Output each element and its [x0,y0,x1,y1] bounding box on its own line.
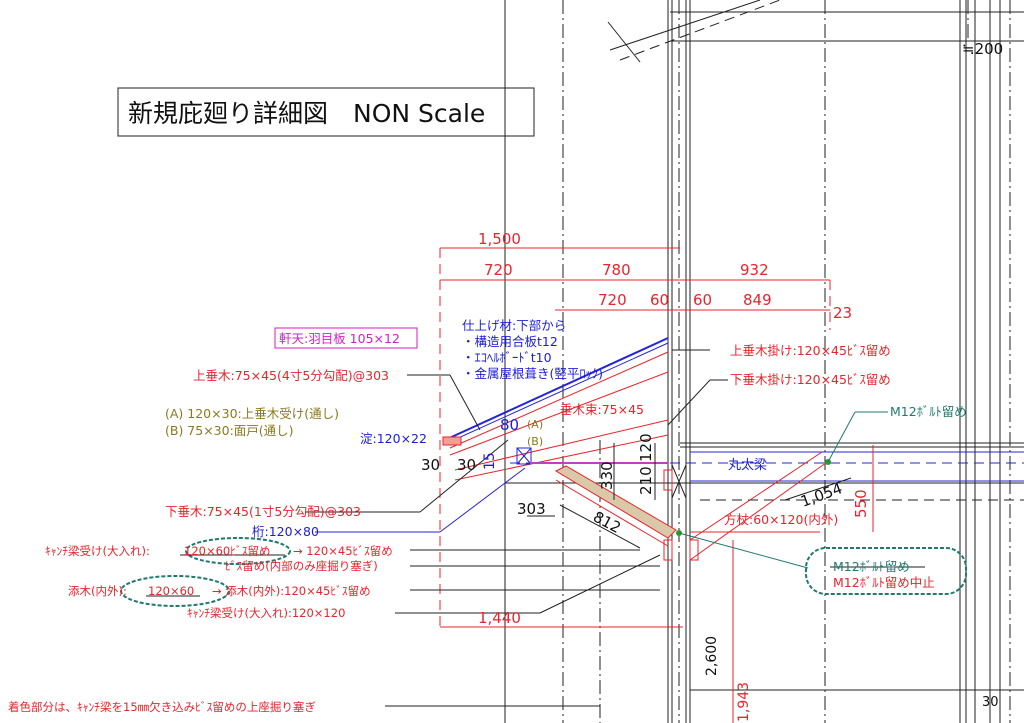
leader-lines [305,349,888,707]
building-frame [504,0,1024,723]
label-finish-2: ・ｴｺﾍﾙﾎﾞｰﾄﾞt10 [462,350,552,365]
page-title: 新規庇廻り詳細図 NON Scale [128,99,485,128]
mark-a: (A) [527,418,543,431]
dim-849: 849 [743,291,772,309]
label-finish-head: 仕上げ材:下部から [462,318,566,333]
label-cant-recv2: ｷｬﾝﾁ梁受け(大入れ):120×120 [187,606,345,620]
dim-30a: 30 [421,456,440,474]
dim-30b: 30 [457,456,476,474]
dim-720: 720 [484,261,513,279]
dim-932: 932 [740,261,769,279]
label-bolt-old: M12ﾎﾞﾙﾄ留め [833,559,910,574]
revision-cloud-2 [120,575,230,607]
label-brace: 方杖:60×120(内外) [724,512,838,527]
label-note-b: (B) 75×30:面戸(通し) [165,423,294,438]
label-lower-rafter: 下垂木:75×45(1寸5分勾配)@303 [165,504,361,519]
revision-cloud-1 [185,537,291,565]
revision-cloud-3 [805,547,967,595]
dim-210: 210 [637,466,655,495]
label-finish-3: ・金属屋根葺き(竪平ﾛｯｸ) [462,366,603,381]
dim-1500: 1,500 [478,230,521,248]
label-screw-note: ﾋﾞｽ留め(内部のみ座掘り塞ぎ) [225,559,378,573]
label-strut: 垂木束:75×45 [560,402,644,417]
label-soegi-new: → 添木(内外):120×45ﾋﾞｽ留め [212,584,371,598]
label-fascia: 淀:120×22 [360,431,427,446]
label-soegi-prefix: 添木(内外): [68,584,127,598]
dim-120: 120 [637,433,655,462]
label-cant-recv-new: → 120×45ﾋﾞｽ留め [293,544,393,558]
dim-200: ≒200 [962,40,1003,58]
label-upper-rafter: 上垂木:75×45(4寸5分勾配)@303 [193,368,389,383]
roof-eave [442,337,831,561]
label-note-a: (A) 120×30:上垂木受け(通し) [165,406,339,421]
label-log-beam: 丸太梁 [728,458,767,473]
dim-1054: 1,054 [798,479,845,511]
label-soffit: 軒天:羽目板 105×12 [279,331,400,346]
dim-330: 330 [598,461,616,490]
label-finish-1: ・構造用合板t12 [462,334,558,349]
dim-1943: 1,943 [736,682,752,722]
label-bolt-cancel: M12ﾎﾞﾙﾄ留め中止 [833,575,935,590]
dim-30c: 30 [982,695,999,710]
label-cant-recv-prefix: ｷｬﾝﾁ梁受け(大入れ): [45,544,150,558]
dim-2600: 2,600 [704,636,720,676]
mark-b: (B) [527,435,543,448]
label-bottom-note: 着色部分は、ｷｬﾝﾁ梁を15㎜欠き込みﾋﾞｽ留めの上座掘り塞ぎ [8,700,316,714]
dimension-lines [439,247,874,723]
dim-812: 812 [590,508,624,537]
label-bolt: M12ﾎﾞﾙﾄ留め [890,404,967,419]
dim-720b: 720 [598,291,627,309]
title-box [117,87,535,137]
dim-23: 23 [833,304,852,322]
label-girder: 桁:120×80 [252,524,319,539]
dim-780: 780 [602,261,631,279]
label-upper-hanger: 上垂木掛け:120×45ﾋﾞｽ留め [730,343,891,358]
soffit-box [274,327,418,349]
dim-60a: 60 [650,291,669,309]
dim-15: 15 [482,452,498,470]
dim-1440: 1,440 [478,609,521,627]
dim-80: 80 [500,416,519,434]
label-lower-hanger: 下垂木掛け:120×45ﾋﾞｽ留め [730,372,891,387]
label-cant-recv-old: 120×60ﾋﾞｽ留め [184,544,270,558]
dim-550: 550 [852,489,870,518]
dim-303: 303 [517,500,546,518]
label-soegi-old: 120×60 [148,584,194,598]
dim-60b: 60 [693,291,712,309]
